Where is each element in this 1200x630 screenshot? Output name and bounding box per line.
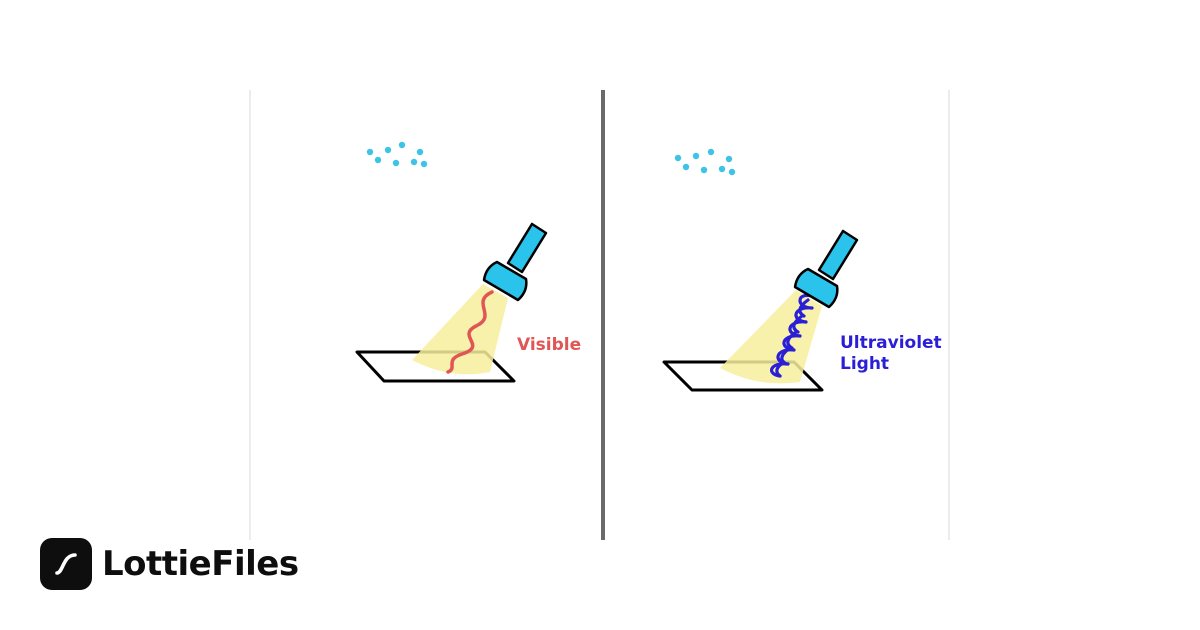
flashlight-handle-left (506, 222, 548, 274)
visible-light-wave (446, 290, 494, 374)
uv-label-line1: Ultraviolet (840, 333, 942, 353)
particle-cluster-right (674, 148, 736, 176)
flashlight-right (793, 229, 859, 309)
lottiefiles-logo-icon (40, 538, 92, 590)
visible-label: Visible (517, 335, 581, 355)
lottiefiles-logo-glyph (55, 553, 77, 575)
left-panel: Visible (355, 141, 581, 383)
uv-light-wave-coil (775, 298, 810, 378)
flashlight-left (482, 222, 548, 302)
particle-cluster-left (366, 141, 428, 168)
brand-name: LottieFiles (102, 544, 299, 584)
right-panel: Ultraviolet Light (662, 148, 942, 392)
brand-lockup: LottieFiles (40, 538, 299, 590)
flashlight-head-left (482, 260, 528, 302)
flashlight-handle-right (817, 229, 859, 281)
flashlight-head-right (793, 267, 839, 309)
uv-label-line2: Light (840, 354, 889, 374)
uv-light-wave (770, 293, 814, 378)
